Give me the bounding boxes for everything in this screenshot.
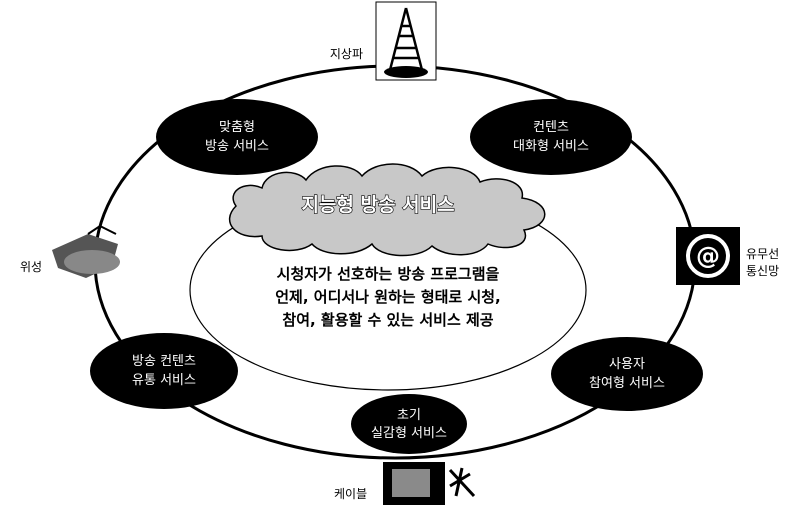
service-realistic-line-2: 실감형 서비스 bbox=[371, 426, 447, 441]
channel-wired-wireless-label-line-1: 유무선 bbox=[746, 247, 779, 261]
service-custom-line-1: 맞춤형 bbox=[219, 120, 255, 135]
channel-terrestrial-label: 지상파 bbox=[330, 47, 363, 61]
diagram-title: 지능형 방송 서비스 bbox=[301, 194, 454, 216]
channel-wired-wireless-label-line-2: 통신망 bbox=[746, 264, 779, 278]
svg-text:@: @ bbox=[696, 242, 720, 270]
service-oval-custom: 맞춤형 방송 서비스 bbox=[156, 99, 318, 175]
service-oval-realistic: 초기 실감형 서비스 bbox=[351, 394, 467, 454]
service-distribution-line-2: 유통 서비스 bbox=[132, 373, 196, 388]
service-interactive-line-1: 컨텐츠 bbox=[533, 120, 569, 135]
service-oval-distribution: 방송 컨텐츠 유통 서비스 bbox=[90, 333, 238, 409]
center-text-line-2: 언제, 어디서나 원하는 형태로 시청, bbox=[275, 288, 501, 306]
center-text-line-1: 시청자가 선호하는 방송 프로그램을 bbox=[277, 265, 500, 283]
service-oval-interactive: 컨텐츠 대화형 서비스 bbox=[470, 99, 632, 175]
service-participation-line-2: 참여형 서비스 bbox=[589, 376, 665, 391]
center-text-line-3: 참여, 활용할 수 있는 서비스 제공 bbox=[282, 311, 493, 329]
channel-satellite-label: 위성 bbox=[20, 260, 42, 274]
cable-tv-icon bbox=[383, 462, 476, 505]
service-distribution-line-1: 방송 컨텐츠 bbox=[132, 354, 196, 369]
title-cloud bbox=[229, 163, 546, 257]
service-custom-line-2: 방송 서비스 bbox=[205, 139, 269, 154]
channel-cable-label: 케이블 bbox=[334, 487, 367, 501]
service-participation-line-1: 사용자 bbox=[609, 357, 645, 372]
broadcast-tower-icon bbox=[375, 1, 437, 81]
at-sign-icon: @ bbox=[676, 227, 740, 285]
satellite-dish-icon bbox=[52, 224, 120, 278]
service-oval-participation: 사용자 참여형 서비스 bbox=[551, 337, 703, 411]
service-realistic-line-1: 초기 bbox=[397, 408, 421, 423]
service-interactive-line-2: 대화형 서비스 bbox=[513, 139, 589, 154]
